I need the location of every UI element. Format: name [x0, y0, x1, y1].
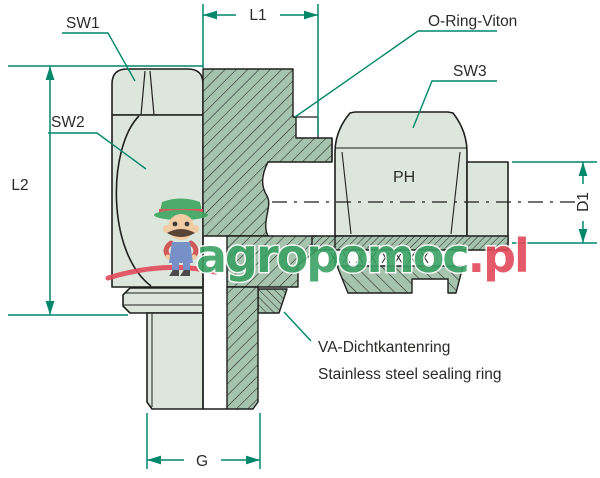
- leader-sw1: [62, 32, 136, 82]
- label-dim-d1: D1: [575, 192, 592, 212]
- labels: SW1 SW2 O-Ring-Viton SW3 PH VA-Dichtkant…: [11, 7, 592, 470]
- union-nut-facets: [335, 147, 467, 235]
- label-sw3: SW3: [453, 63, 487, 80]
- arrowhead: [578, 162, 588, 176]
- tube-wall-section: [311, 235, 509, 251]
- label-dim-l2: L2: [11, 177, 28, 194]
- farmer-eye-right: [184, 221, 190, 227]
- seal-ring-lines: [124, 292, 203, 306]
- hex-locknut-exterior: [111, 68, 204, 116]
- body-section-upper: [202, 68, 333, 237]
- watermark-farmer: [154, 198, 208, 276]
- label-sw2: SW2: [51, 114, 85, 131]
- leader-lines: [48, 30, 497, 342]
- arrowhead: [45, 301, 55, 315]
- watermark-brand-green: agropomoc: [196, 229, 468, 283]
- farmer-mustache: [167, 229, 195, 237]
- leader-o-ring: [294, 30, 497, 118]
- dimension-lines: [8, 4, 597, 469]
- section-edges: [202, 138, 336, 410]
- arrowhead: [578, 229, 588, 243]
- farmer-eye-left: [172, 221, 178, 227]
- o-ring-groove: [296, 116, 319, 138]
- farmer-overalls: [169, 242, 193, 263]
- watermark: agropomoc.pl: [105, 198, 531, 285]
- watermark-brand-red: .pl: [468, 229, 528, 283]
- stud-section-wall: [226, 286, 259, 410]
- fitting-section-views: [202, 68, 509, 410]
- union-nut-exterior: [334, 111, 468, 237]
- threaded-stud-exterior: [146, 312, 204, 410]
- seal-ring-section: [257, 288, 288, 314]
- locknut-facet-lines: [140, 70, 155, 116]
- label-dim-l1: L1: [249, 7, 266, 24]
- watermark-brand: agropomoc.pl: [196, 229, 528, 283]
- union-nut-section: [336, 265, 464, 294]
- arrowhead: [304, 10, 318, 20]
- farmer-boot-left: [169, 270, 179, 276]
- farmer-leg-right: [183, 263, 190, 271]
- label-sw1: SW1: [66, 15, 100, 32]
- leader-sw2: [48, 132, 147, 170]
- farmer-hand-right: [191, 254, 197, 260]
- farmer-boot-right: [180, 270, 190, 276]
- label-dim-g: G: [196, 453, 208, 470]
- arrowhead: [45, 66, 55, 80]
- label-seal-ring-de: VA-Dichtkantenring: [318, 339, 450, 356]
- dimension-d1: [512, 161, 597, 244]
- label-seal-ring-en: Stainless steel sealing ring: [318, 366, 502, 383]
- label-nut-ph: PH: [393, 169, 415, 186]
- seal-ring-exterior: [122, 287, 204, 314]
- arrowhead: [203, 10, 217, 20]
- dimension-l1: [202, 4, 319, 135]
- farmer-leg-left: [172, 263, 179, 271]
- arrowhead: [147, 455, 161, 465]
- farmer-hat-crown: [160, 198, 202, 211]
- label-o-ring: O-Ring-Viton: [428, 13, 517, 30]
- thread-marks: [329, 251, 429, 264]
- dimension-l2: [8, 65, 203, 316]
- arrowhead: [246, 455, 260, 465]
- leader-sw3: [412, 80, 497, 129]
- dimension-g: [146, 413, 261, 469]
- watermark-swoosh: [105, 264, 218, 281]
- farmer-hand-left: [165, 254, 171, 260]
- leader-seal-ring: [283, 311, 312, 342]
